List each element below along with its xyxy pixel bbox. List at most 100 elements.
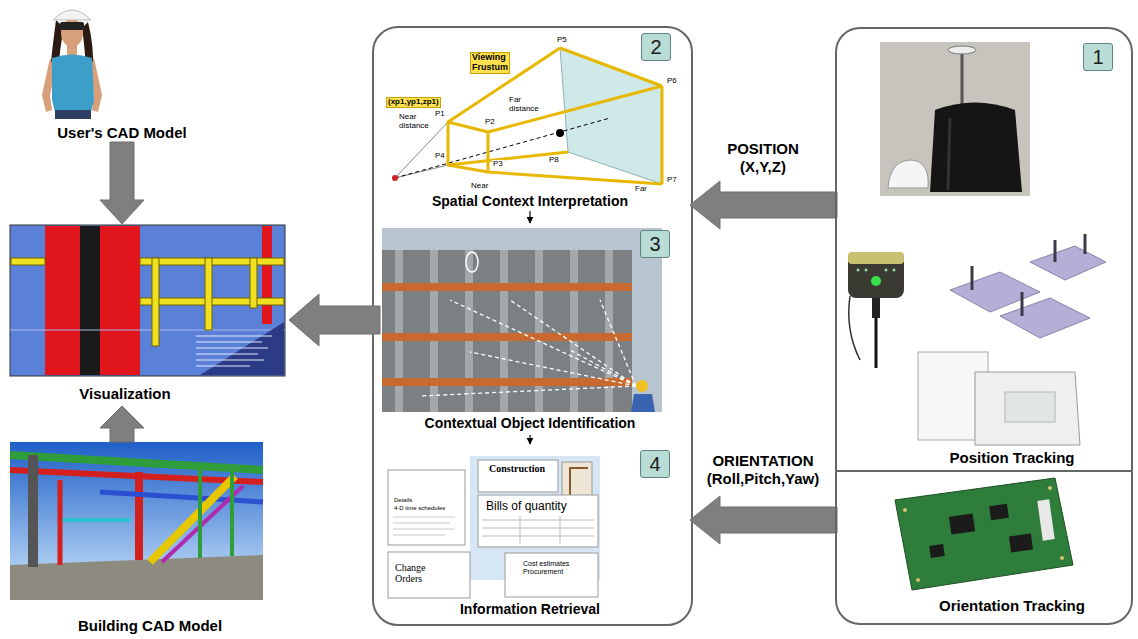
visualization-screenshot (80, 226, 100, 375)
step-number: 2 (641, 33, 671, 61)
construction-photo (382, 378, 632, 386)
caption: Position Tracking (949, 449, 1074, 466)
construction-photo (382, 283, 632, 386)
construction-photo (382, 333, 632, 341)
receiver-boxes-photo (1005, 392, 1055, 422)
orientation-sensor-board (1060, 556, 1064, 560)
building-cad-render (58, 480, 63, 565)
building-cad-render (10, 555, 263, 600)
total-station-photo (871, 276, 881, 286)
gps-backpack-photo (880, 42, 1030, 196)
construction-photo (465, 250, 473, 412)
flow-arrow (529, 435, 530, 444)
user-photo (60, 22, 84, 30)
document-collage (478, 460, 558, 492)
flow-arrow (690, 496, 837, 544)
user-photo (55, 110, 91, 119)
figure-label: P7 (666, 176, 678, 185)
visualization-screenshot (205, 258, 212, 330)
figure-label: (xp1,yp1,zp1) (386, 97, 441, 108)
visualization-screenshot (196, 347, 268, 348)
figure-label: Far (634, 185, 648, 194)
building-cad-render (150, 476, 235, 562)
user-photo (67, 45, 77, 55)
construction-photo (395, 250, 613, 412)
receiver-boxes-photo (918, 352, 1080, 445)
figure-panel: Visualization (10, 225, 287, 405)
orientation-sensor-board (903, 486, 1064, 582)
gps-backpack-photo (948, 118, 950, 190)
user-photo (53, 10, 91, 20)
step-number: 3 (640, 230, 670, 258)
visualization-screenshot (11, 258, 45, 265)
figure-label: Near (470, 182, 489, 191)
building-cad-render (198, 470, 202, 558)
building-cad-render (10, 455, 263, 470)
sensor-plates-photo (972, 234, 1085, 316)
building-cad-render (100, 492, 263, 502)
building-cad-render (135, 472, 143, 560)
gps-backpack-photo (888, 160, 928, 188)
arrow-label: ORIENTATION (Roll,Pitch,Yaw) (707, 452, 820, 488)
visualization-screenshot (196, 365, 250, 366)
visualization-screenshot (196, 335, 272, 336)
construction-photo (382, 228, 662, 412)
orientation-sensor-board (1037, 499, 1054, 540)
frustum-drawing (488, 172, 662, 184)
document-collage (570, 468, 588, 498)
figure-label: P1 (434, 110, 446, 119)
construction-photo (395, 250, 403, 412)
total-station-photo (857, 269, 896, 272)
visualization-screenshot (262, 226, 272, 324)
sensor-plates-photo (1030, 246, 1106, 280)
document-collage (562, 462, 592, 500)
orientation-sensor-board (929, 504, 1033, 558)
connector-layer (100, 142, 837, 544)
user-photo (42, 10, 102, 119)
gps-backpack-photo (961, 52, 964, 110)
total-station-photo (872, 298, 880, 318)
figure-label: Viewing Frustum (470, 52, 510, 74)
frustum-drawing (488, 86, 662, 132)
visualization-screenshot (45, 226, 80, 375)
frustum-drawing (556, 129, 564, 137)
document-collage (520, 516, 521, 544)
step-number: 1 (1083, 43, 1113, 71)
arrow-label: POSITION (X,Y,Z) (727, 140, 799, 176)
caption: Building CAD Model (78, 617, 222, 634)
tracking-panel: 1Position TrackingOrientation Tracking (835, 27, 1133, 625)
total-station-photo (848, 252, 904, 264)
total-station-photo (857, 269, 860, 272)
figure-label: Construction (488, 463, 546, 474)
flow-arrow (529, 211, 530, 223)
visualization-screenshot (10, 225, 285, 376)
total-station-photo (893, 269, 896, 272)
caption: User's CAD Model (57, 124, 186, 141)
figure-label: Cost estimates Procurement (522, 560, 586, 575)
orientation-sensor-board (903, 508, 907, 512)
frustum-drawing (448, 152, 568, 165)
orientation-sensor-board (1009, 534, 1033, 553)
figure-panel: Building CAD Model (10, 442, 268, 637)
construction-photo (470, 352, 636, 386)
sensor-plates-photo (950, 234, 1106, 338)
orientation-sensor-board (895, 478, 1073, 590)
document-collage (388, 456, 600, 598)
receiver-boxes-photo (975, 372, 1080, 445)
frustum-drawing (448, 48, 560, 122)
document-collage (388, 552, 470, 598)
construction-photo (570, 350, 636, 386)
figure-panel: User's CAD Model (30, 2, 215, 142)
figure-label: P6 (666, 77, 678, 86)
total-station-photo (849, 296, 860, 360)
total-station-photo (865, 269, 868, 272)
document-collage (505, 553, 598, 597)
total-station-photo (848, 252, 904, 298)
building-cad-render (10, 442, 263, 600)
total-station-photo (885, 269, 888, 272)
document-collage (560, 516, 561, 544)
figure-label: Details (393, 497, 413, 504)
building-cad-render (60, 518, 130, 522)
document-collage (478, 495, 598, 547)
